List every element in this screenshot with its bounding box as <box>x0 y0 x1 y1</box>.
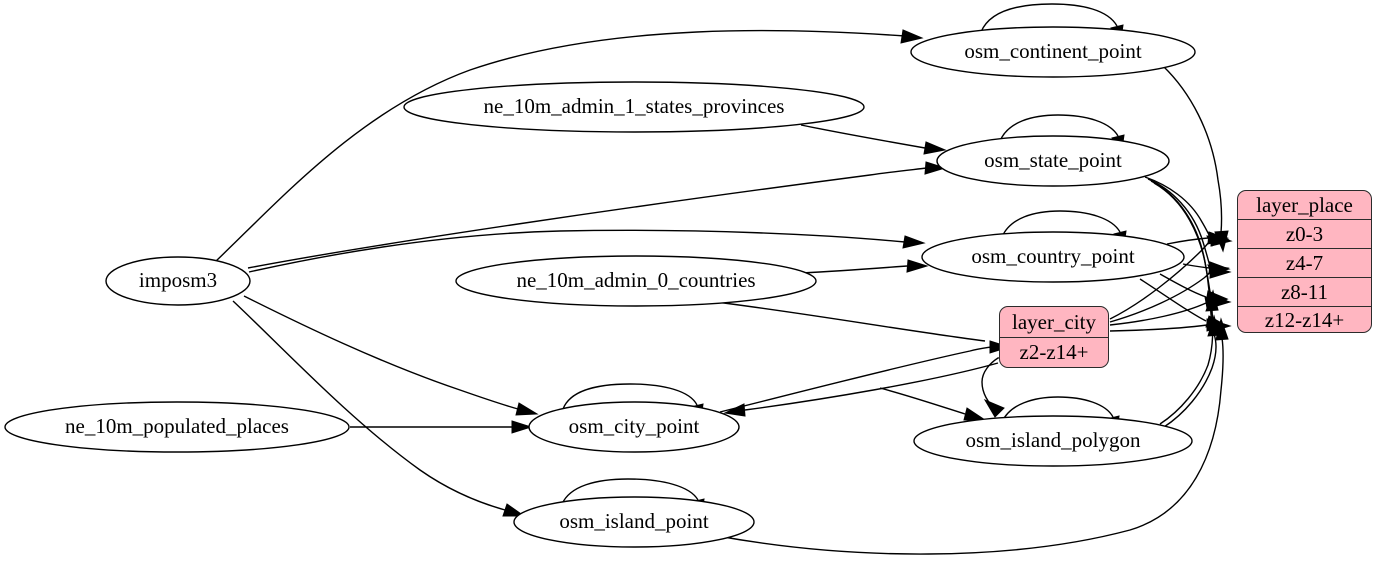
edge-imposm3-to-osm-city-point <box>243 295 539 416</box>
layer-city-title: layer_city <box>1012 309 1096 334</box>
node-ne-10m-admin-0-countries[interactable]: ne_10m_admin_0_countries <box>455 255 817 307</box>
node-layer: imposm3 ne_10m_admin_1_states_provinces … <box>4 26 1196 548</box>
layer-place-title: layer_place <box>1256 192 1353 217</box>
layer-place-z12-z14[interactable]: z12-z14+ <box>1238 306 1371 332</box>
node-ne-10m-admin-1-states-provinces[interactable]: ne_10m_admin_1_states_provinces <box>403 81 865 133</box>
edge-layer-city-to-layer-place-z0-3 <box>1109 235 1229 320</box>
node-osm-city-point[interactable]: osm_city_point <box>528 401 740 453</box>
edge-imposm3-to-layer-city-cross <box>699 299 986 342</box>
layer-place-z8-11[interactable]: z8-11 <box>1238 277 1371 306</box>
layer-place-z0-3[interactable]: z0-3 <box>1238 219 1371 248</box>
layer-place-z4-7[interactable]: z4-7 <box>1238 248 1371 277</box>
edge-imposm3-to-osm-state-point <box>247 161 947 269</box>
edge-layer-city-down-to-osm-city-point <box>723 362 999 417</box>
edge-layer-city-to-layer-place-z4-7 <box>1109 264 1230 323</box>
node-osm-city-point-label: osm_city_point <box>569 414 700 438</box>
edge-osm-island-polygon-to-layer-place-z12 <box>1163 314 1221 428</box>
node-ne-states-label: ne_10m_admin_1_states_provinces <box>484 94 785 118</box>
node-imposm3-label: imposm3 <box>139 268 217 292</box>
node-osm-island-polygon-label: osm_island_polygon <box>965 428 1141 452</box>
node-osm-country-point[interactable]: osm_country_point <box>921 231 1185 283</box>
node-ne-10m-populated-places[interactable]: ne_10m_populated_places <box>4 401 350 453</box>
node-osm-state-point[interactable]: osm_state_point <box>936 135 1170 187</box>
node-layer-place[interactable]: layer_place z0-3 z4-7 z8-11 z12-z14+ <box>1237 190 1372 333</box>
node-osm-country-point-label: osm_country_point <box>971 244 1134 268</box>
edge-osm-city-point-to-layer-city <box>719 340 1011 413</box>
layer-city-z2-z14[interactable]: z2-z14+ <box>1000 337 1108 367</box>
edge-layer-city-to-layer-place-z12 <box>1109 318 1229 332</box>
node-osm-island-polygon[interactable]: osm_island_polygon <box>913 415 1193 467</box>
edge-imposm3-to-osm-continent-point <box>214 29 924 263</box>
edge-ne-countries-to-osm-country-point <box>801 259 929 274</box>
node-osm-continent-point[interactable]: osm_continent_point <box>910 26 1196 78</box>
node-osm-continent-point-label: osm_continent_point <box>964 39 1141 63</box>
node-layer-city[interactable]: layer_city z2-z14+ <box>999 306 1109 368</box>
edge-ne-populated-to-osm-city-point <box>350 420 533 434</box>
node-osm-state-point-label: osm_state_point <box>984 148 1122 172</box>
node-osm-island-point-label: osm_island_point <box>559 509 709 533</box>
edge-osm-island-point-to-layer-place <box>717 317 1229 555</box>
edge-layer <box>214 3 1233 555</box>
edge-imposm3-to-osm-country-point <box>248 229 926 273</box>
edge-to-osm-island-polygon-incoming <box>879 387 987 421</box>
edge-ne-states-to-osm-state-point <box>800 124 947 155</box>
node-osm-island-point[interactable]: osm_island_point <box>513 496 755 548</box>
node-ne-countries-label: ne_10m_admin_0_countries <box>516 268 755 292</box>
node-imposm3[interactable]: imposm3 <box>105 256 251 306</box>
node-ne-populated-label: ne_10m_populated_places <box>65 414 289 438</box>
edge-imposm3-to-osm-island-point <box>232 300 526 517</box>
